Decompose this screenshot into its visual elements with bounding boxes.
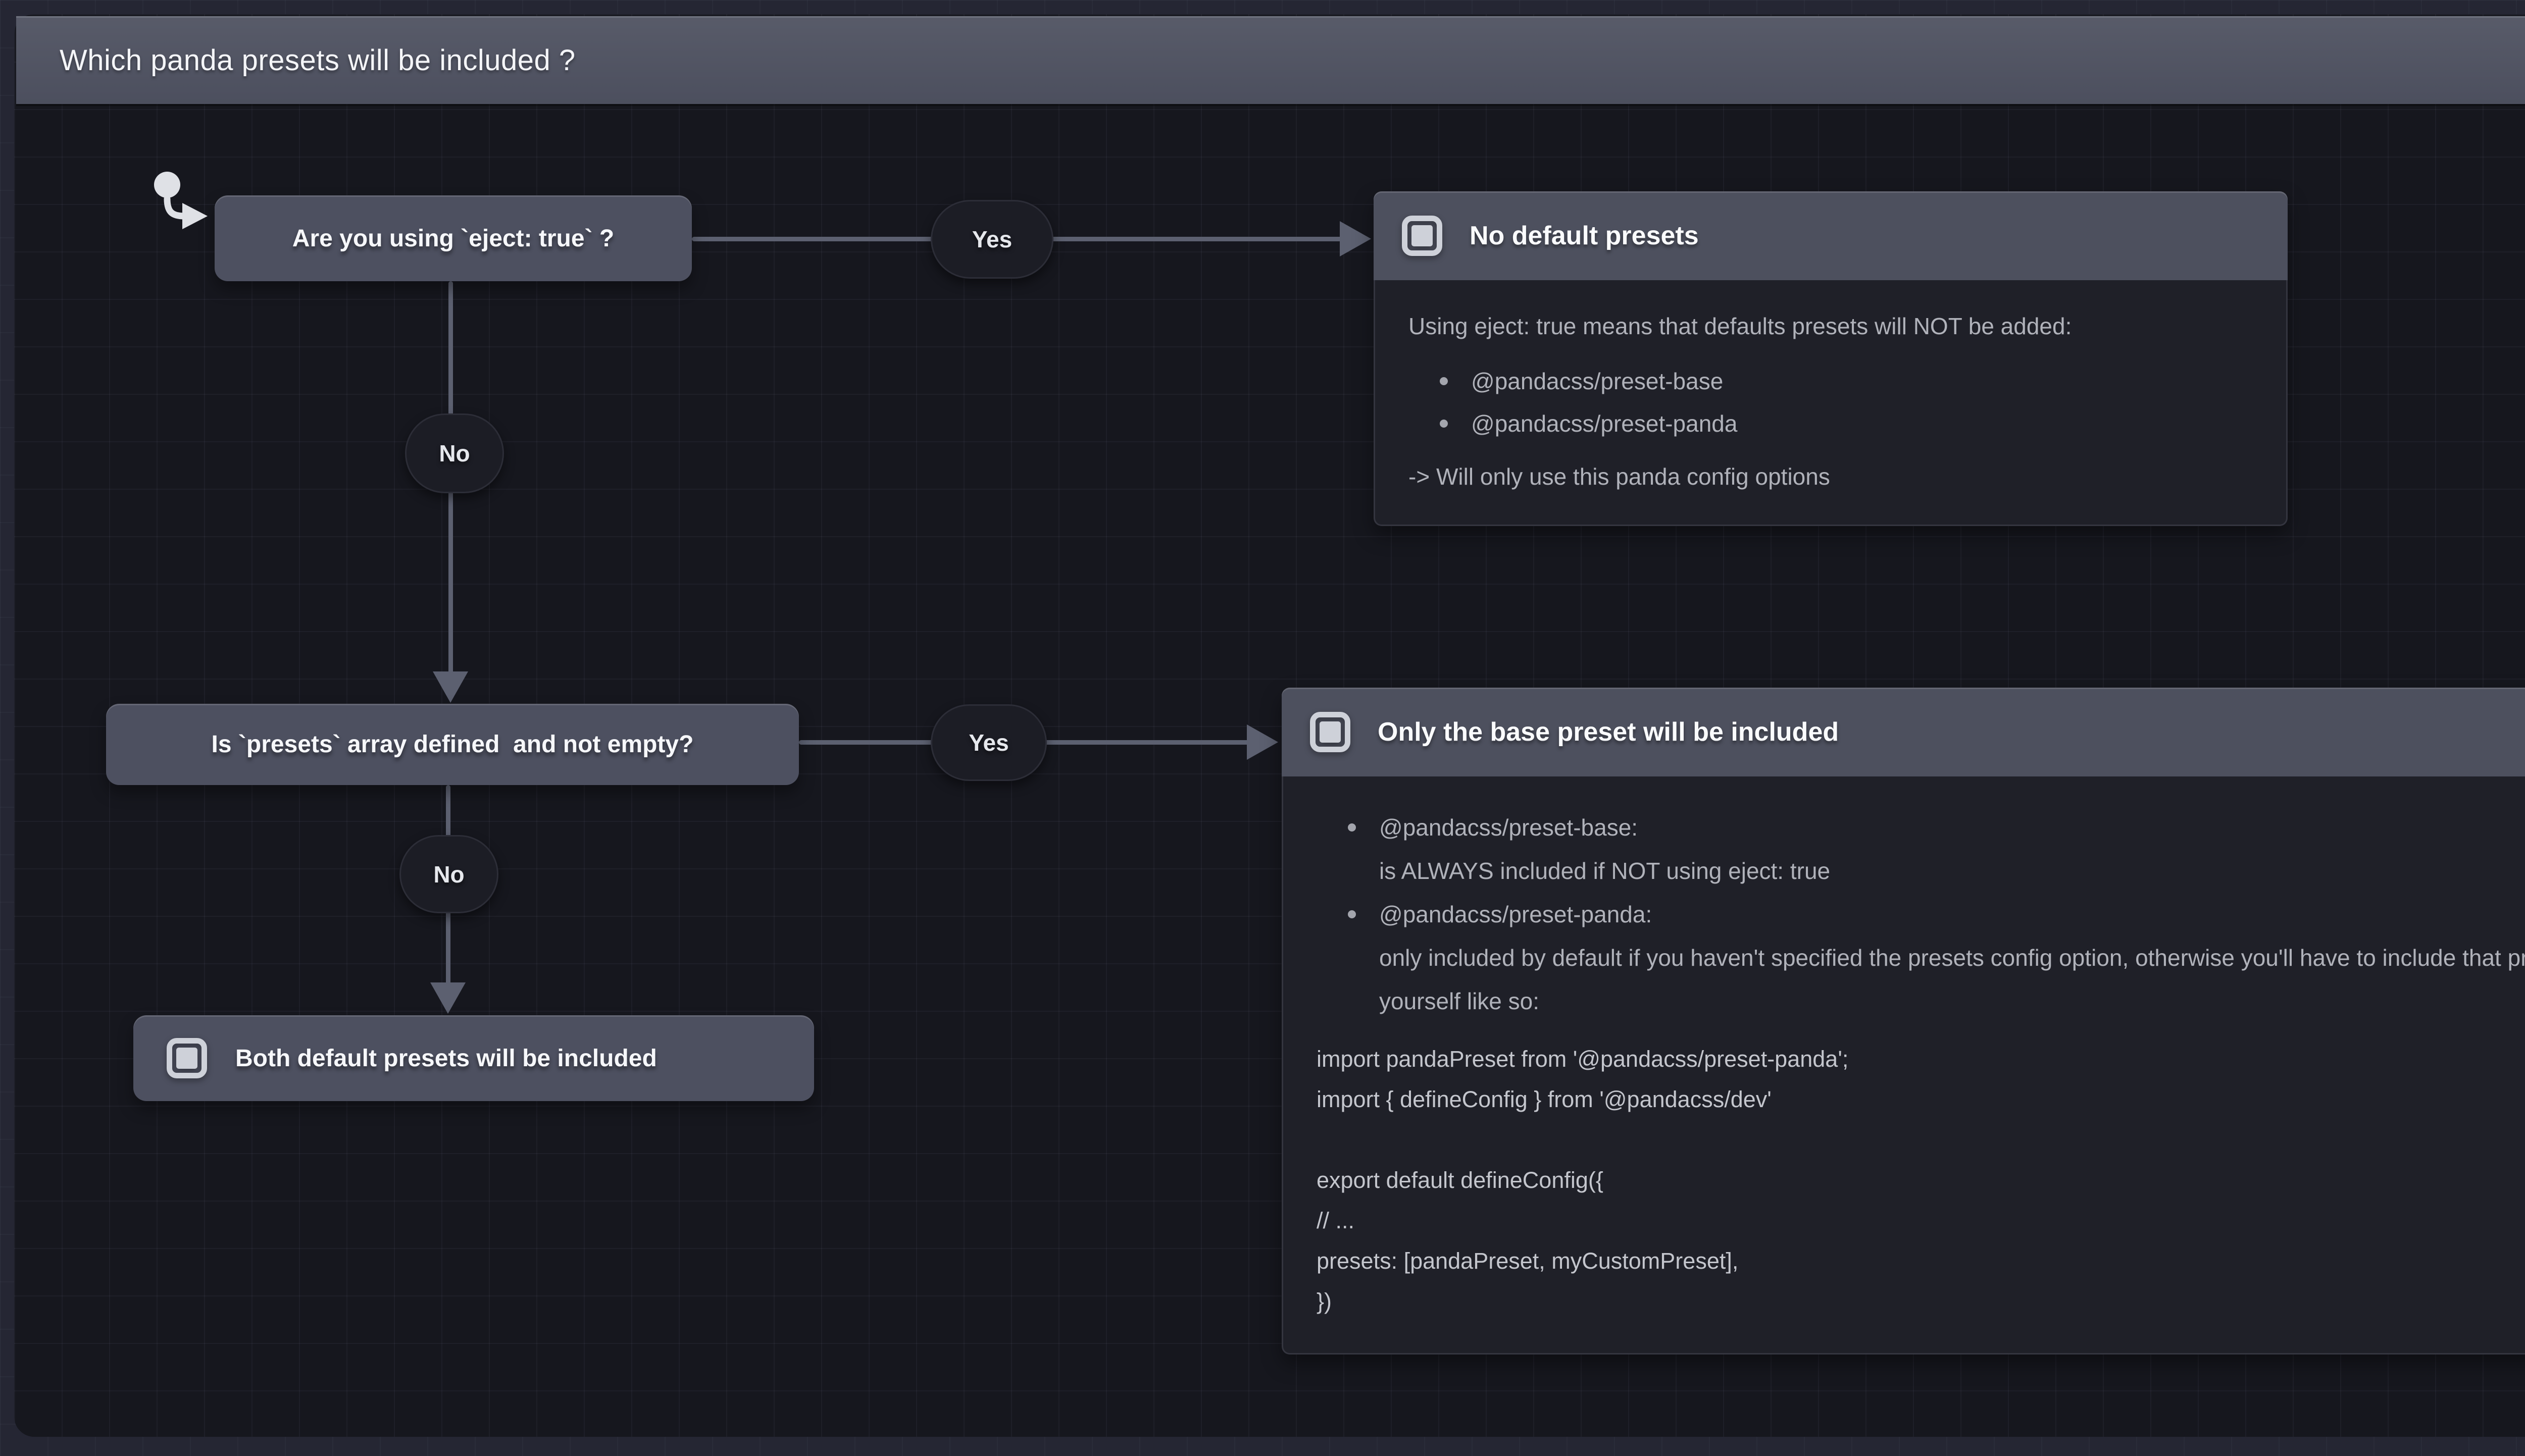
card-base-only-title: Only the base preset will be included bbox=[1378, 717, 1839, 747]
list-item: @pandacss/preset-panda bbox=[1440, 402, 2251, 445]
page-title: Which panda presets will be included ? bbox=[60, 43, 576, 77]
list-item: @pandacss/preset-base: is ALWAYS include… bbox=[1348, 806, 2525, 893]
arrowhead-down-icon bbox=[433, 671, 468, 703]
no-2-text: No bbox=[433, 861, 465, 888]
edge-label-no-1[interactable]: No bbox=[405, 413, 504, 493]
list-item: @pandacss/preset-panda: only included by… bbox=[1348, 893, 2525, 1023]
preset-desc: is ALWAYS included if NOT using eject: t… bbox=[1379, 858, 1831, 884]
edge-label-yes-2[interactable]: Yes bbox=[931, 704, 1047, 781]
preset-term: @pandacss/preset-base: bbox=[1379, 814, 1638, 841]
card-base-only-header: Only the base preset will be included bbox=[1282, 688, 2525, 776]
arrowhead-down-icon bbox=[430, 982, 466, 1014]
node-q1-label: Are you using `eject: true` ? bbox=[292, 225, 615, 252]
list-item: @pandacss/preset-base bbox=[1440, 360, 2251, 402]
card-no-default-body: Using eject: true means that defaults pr… bbox=[1374, 280, 2288, 526]
card-no-default-presets[interactable]: No default presets Using eject: true mea… bbox=[1374, 191, 2288, 526]
edge-label-no-2[interactable]: No bbox=[399, 835, 498, 913]
arrowhead-right-icon bbox=[1247, 724, 1278, 760]
no-default-intro: Using eject: true means that defaults pr… bbox=[1408, 313, 2072, 339]
title-bar: Which panda presets will be included ? bbox=[16, 16, 2525, 104]
preset-term: @pandacss/preset-panda: bbox=[1379, 901, 1652, 927]
no-default-outro: -> Will only use this panda config optio… bbox=[1408, 463, 1830, 490]
node-q2[interactable]: Is `presets` array defined and not empty… bbox=[106, 704, 799, 785]
node-result-both[interactable]: Both default presets will be included bbox=[133, 1015, 814, 1101]
yes-1-text: Yes bbox=[972, 226, 1013, 252]
no-1-text: No bbox=[439, 440, 470, 466]
card-no-default-header: No default presets bbox=[1374, 191, 2288, 280]
edge-label-yes-1[interactable]: Yes bbox=[931, 200, 1053, 279]
code-block: import pandaPreset from '@pandacss/prese… bbox=[1317, 1046, 1849, 1314]
yes-2-text: Yes bbox=[969, 730, 1009, 756]
card-base-only-body: @pandacss/preset-base: is ALWAYS include… bbox=[1282, 776, 2525, 1355]
frame-icon bbox=[1310, 712, 1350, 752]
preset-desc: only included by default if you haven't … bbox=[1379, 945, 2525, 1014]
base-only-list: @pandacss/preset-base: is ALWAYS include… bbox=[1348, 806, 2525, 1023]
frame-icon bbox=[1402, 216, 1442, 256]
arrowhead-right-icon bbox=[1340, 221, 1371, 256]
no-default-bullet-list: @pandacss/preset-base @pandacss/preset-p… bbox=[1440, 360, 2251, 445]
node-q2-label: Is `presets` array defined and not empty… bbox=[211, 731, 694, 758]
node-result-both-label: Both default presets will be included bbox=[235, 1045, 657, 1072]
node-q1[interactable]: Are you using `eject: true` ? bbox=[215, 195, 692, 281]
frame-icon bbox=[167, 1038, 207, 1078]
card-base-only[interactable]: Only the base preset will be included @p… bbox=[1282, 688, 2525, 1355]
card-no-default-title: No default presets bbox=[1470, 221, 1699, 250]
start-cursor-icon bbox=[154, 172, 208, 229]
